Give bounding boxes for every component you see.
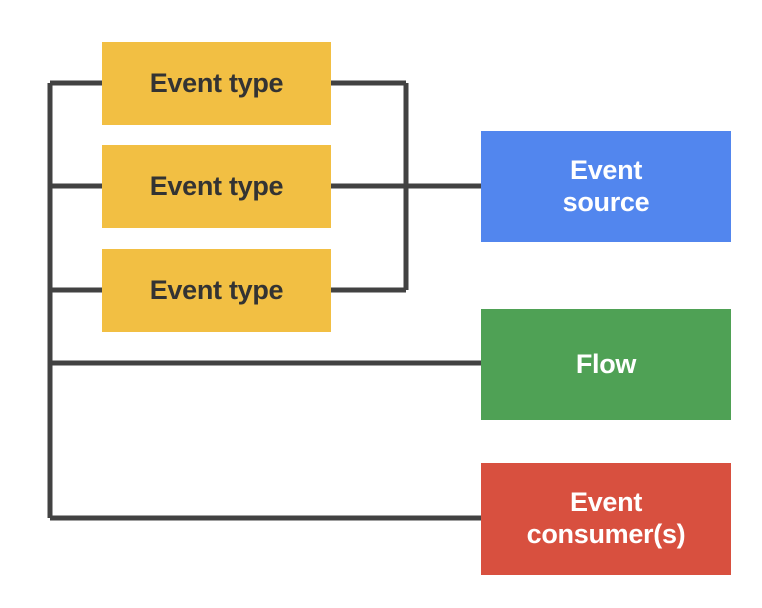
event-type-block-1-label: Event type [149,67,284,98]
event-consumer-block[interactable]: Event consumer(s) [481,463,731,575]
event-type-block-2[interactable]: Event type [102,145,331,228]
event-type-block-2-label: Event type [149,170,284,201]
event-type-block-3[interactable]: Event type [102,249,331,332]
event-type-block-1[interactable]: Event type [102,42,331,125]
event-type-block-3-label: Event type [149,274,284,305]
flow-block[interactable]: Flow [481,309,731,420]
flow-block-label: Flow [575,348,637,379]
event-consumer-block-label: Event consumer(s) [526,487,686,549]
event-source-block-label: Event source [562,154,650,217]
event-source-block[interactable]: Event source [481,131,731,242]
